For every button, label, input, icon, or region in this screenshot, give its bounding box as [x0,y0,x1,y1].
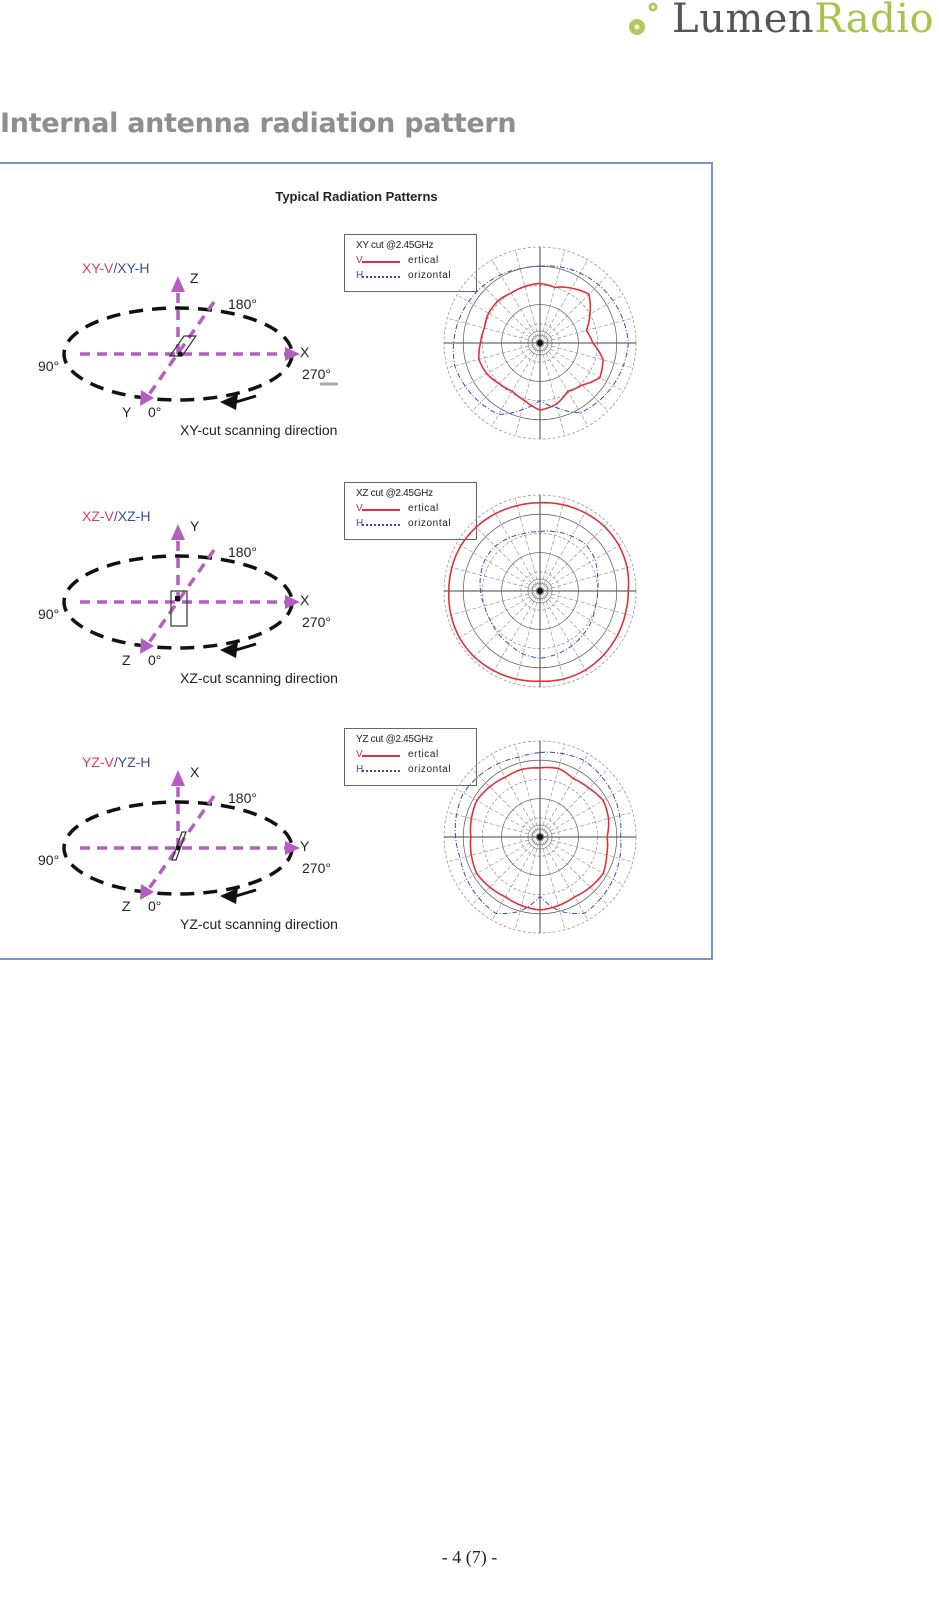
horizontal-pattern-trace [452,265,629,416]
coordinate-diagram [62,770,300,904]
angle-270-label: 270° [302,366,331,382]
horizontal-line-swatch [362,524,400,526]
legend-title: XZ cut @2.45GHz [356,488,433,499]
cut-label-sep: / [113,508,118,524]
logo-radio: Radio [814,0,935,42]
angle-180-label: 180° [228,544,257,560]
scan-direction-label: YZ-cut scanning direction [180,916,338,932]
logo-lumen: Lumen [672,0,815,42]
polar-plot [443,494,637,688]
front-axis-arrow-icon [140,390,154,406]
scan-direction-label: XZ-cut scanning direction [180,670,338,686]
cut-label-sep: / [113,754,118,770]
cut-label: YZ-V/YZ-H [82,754,150,770]
polar-plot [443,740,637,934]
vertical-pattern-trace [469,766,610,911]
vertical-line-swatch [362,755,400,757]
horizontal-pattern-trace [454,751,622,915]
chart-legend: XZ cut @2.45GHz V ertical H orizontal [344,482,477,540]
front-axis-label: Z [122,898,131,914]
angle-180-label: 180° [228,296,257,312]
scan-direction-arrow-icon [220,394,238,410]
vertical-axis-label: Y [190,518,200,534]
legend-horizontal-text: orizontal [408,270,452,281]
legend-title: YZ cut @2.45GHz [356,734,433,745]
antenna-element-icon [168,335,198,357]
angle-270-label: 270° [302,614,331,630]
legend-title: XY cut @2.45GHz [356,240,434,251]
cut-label-vertical: XY-V [82,260,114,276]
legend-vertical-text: ertical [408,749,439,760]
cut-label-horizontal: YZ-H [117,754,151,770]
vertical-axis-arrow-icon [171,770,185,786]
horizontal-line-swatch [362,770,400,772]
panel-yz: YZ-V/YZ-H X Y Z 180° 90° 270° 0° YZ-cut … [0,720,713,965]
page-number: - 4 (7) - [441,1547,498,1567]
angle-0-label: 0° [148,404,162,420]
angle-0-label: 0° [148,652,162,668]
figure-title: Typical Radiation Patterns [275,189,438,204]
right-axis-label: Y [300,838,310,854]
horizontal-line-swatch [362,276,400,278]
vertical-axis-label: X [190,764,200,780]
coordinate-diagram [62,276,338,410]
radiation-pattern-figure: Typical Radiation Patterns XY-V/XY-H Z X… [0,162,713,960]
front-axis-arrow-icon [140,638,154,654]
legend-horizontal-key: H [356,764,364,775]
right-axis-arrow-icon [285,595,300,609]
scan-direction-arrow-icon [220,888,238,904]
cut-label: XZ-V/XZ-H [82,508,150,524]
vertical-axis-arrow-icon [171,276,185,292]
cut-label-vertical: YZ-V [82,754,114,770]
cut-label-horizontal: XZ-H [117,508,151,524]
angle-0-label: 0° [148,898,162,914]
vertical-axis-label: Z [190,270,199,286]
right-axis-label: X [300,592,310,608]
front-axis-label: Z [122,652,131,668]
front-axis-arrow-icon [140,884,154,900]
legend-vertical-key: V [356,255,363,266]
panel-xz: XZ-V/XZ-H Y X Z 180° 90° 270° 0° XZ-cut … [0,474,713,719]
legend-vertical-text: ertical [408,503,439,514]
angle-270-label: 270° [302,860,331,876]
horizontal-pattern-trace [479,530,599,659]
legend-vertical-key: V [356,503,363,514]
scan-direction-label: XY-cut scanning direction [180,422,338,438]
angle-90-label: 90° [38,606,60,622]
legend-vertical-text: ertical [408,255,439,266]
right-axis-label: X [300,344,310,360]
cut-label-vertical: XZ-V [82,508,114,524]
right-axis-arrow-icon [285,347,300,361]
chart-legend: YZ cut @2.45GHz V ertical H orizontal [344,728,477,786]
vertical-axis-arrow-icon [171,524,185,540]
logo-wordmark: LumenRadio [672,0,934,42]
cut-label-sep: / [113,260,118,276]
panel-xy: XY-V/XY-H Z X Y 180° 90° 270° 0° XY-cut … [0,226,713,471]
legend-horizontal-key: H [356,270,364,281]
cut-label: XY-V/XY-H [82,260,149,276]
vertical-line-swatch [362,261,400,263]
legend-horizontal-text: orizontal [408,764,452,775]
legend-horizontal-text: orizontal [408,518,452,529]
coordinate-diagram [62,524,300,658]
angle-180-label: 180° [228,790,257,806]
cut-label-horizontal: XY-H [117,260,150,276]
scan-direction-arrow-icon [220,642,238,658]
polar-plot [443,246,637,440]
legend-vertical-key: V [356,749,363,760]
angle-90-label: 90° [38,358,60,374]
page-title: Internal antenna radiation pattern [0,108,517,139]
front-axis-label: Y [122,404,132,420]
logo-dots-icon [629,2,658,35]
vertical-pattern-trace [448,501,630,683]
legend-horizontal-key: H [356,518,364,529]
vertical-pattern-trace [477,282,604,412]
antenna-element-icon [171,831,187,861]
lumenradio-logo: LumenRadio [624,0,939,48]
angle-90-label: 90° [38,852,60,868]
chart-legend: XY cut @2.45GHz V ertical H orizontal [344,234,477,292]
right-axis-arrow-icon [285,841,300,855]
antenna-element-icon [170,590,188,627]
vertical-line-swatch [362,509,400,511]
